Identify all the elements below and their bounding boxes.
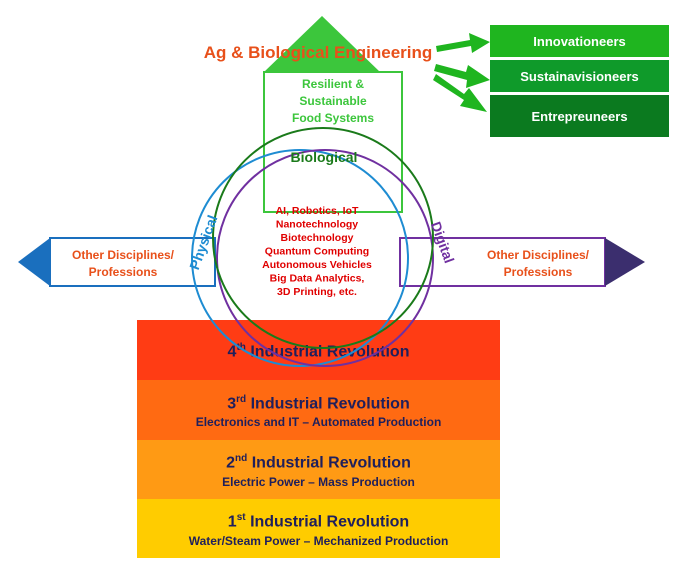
revolution-1st: 1st Industrial Revolution Water/Steam Po… xyxy=(137,499,500,558)
outcome-arrows xyxy=(433,33,490,112)
outcome-innovationeers: Innovationeers xyxy=(490,25,669,57)
technology-line: Nanotechnology xyxy=(276,219,358,231)
technology-line: Biotechnology xyxy=(281,232,354,244)
right-arrow-body xyxy=(399,237,606,287)
left-arrow-label-line: Other Disciplines/ xyxy=(72,248,175,262)
revolution-2nd-title: 2nd Industrial Revolution xyxy=(226,453,411,472)
biological-label: Biological xyxy=(291,149,358,165)
arrow-to-entrepreuneers xyxy=(433,74,487,112)
right-arrow-label-line: Other Disciplines/ xyxy=(487,248,590,262)
house-body xyxy=(263,71,403,213)
revolution-3rd-subtitle: Electronics and IT – Automated Productio… xyxy=(195,415,442,430)
technology-line: 3D Printing, etc. xyxy=(277,286,357,298)
house-roof xyxy=(264,16,380,72)
left-arrow-body xyxy=(49,237,216,287)
right-arrow-label: Other Disciplines/Professions xyxy=(487,248,590,279)
revolution-1st-subtitle: Water/Steam Power – Mechanized Productio… xyxy=(188,533,449,548)
right-arrow-label-line: Professions xyxy=(504,265,573,279)
house-label-line: Resilient & xyxy=(302,77,364,91)
physical-label: Physical xyxy=(186,213,220,272)
technology-line: Autonomous Vehicles xyxy=(262,259,372,271)
house-label-line: Food Systems xyxy=(292,111,374,125)
revolution-2nd: 2nd Industrial Revolution Electric Power… xyxy=(137,440,500,499)
revolution-3rd: 3rd Industrial Revolution Electronics an… xyxy=(137,380,500,440)
revolution-3rd-title: 3rd Industrial Revolution xyxy=(227,393,410,413)
right-arrow-head xyxy=(605,238,645,286)
revolution-1st-title: 1st Industrial Revolution xyxy=(227,512,410,531)
digital-label: Digital xyxy=(428,219,458,265)
arrow-to-innovationeers xyxy=(436,33,490,53)
technology-line: Big Data Analytics, xyxy=(270,273,365,285)
left-arrow-label: Other Disciplines/Professions xyxy=(72,248,175,279)
left-arrow-label-line: Professions xyxy=(89,265,158,279)
revolution-4th: 4th Industrial Revolution xyxy=(137,320,500,380)
outcome-sustainavisioneers: Sustainavisioneers xyxy=(490,60,669,92)
left-arrow-head xyxy=(18,238,50,286)
technology-line: Quantum Computing xyxy=(265,246,369,258)
outcome-entrepreuneers: Entrepreuneers xyxy=(490,95,669,137)
revolution-2nd-subtitle: Electric Power – Mass Production xyxy=(222,474,415,489)
house-label-line: Sustainable xyxy=(299,94,367,108)
title: Ag & Biological Engineering xyxy=(204,43,433,62)
technology-line: AI, Robotics, IoT xyxy=(276,205,359,217)
revolution-4th-title: 4th Industrial Revolution xyxy=(227,342,410,361)
arrow-to-sustainavisioneers xyxy=(434,64,490,88)
biological-circle xyxy=(212,127,434,349)
